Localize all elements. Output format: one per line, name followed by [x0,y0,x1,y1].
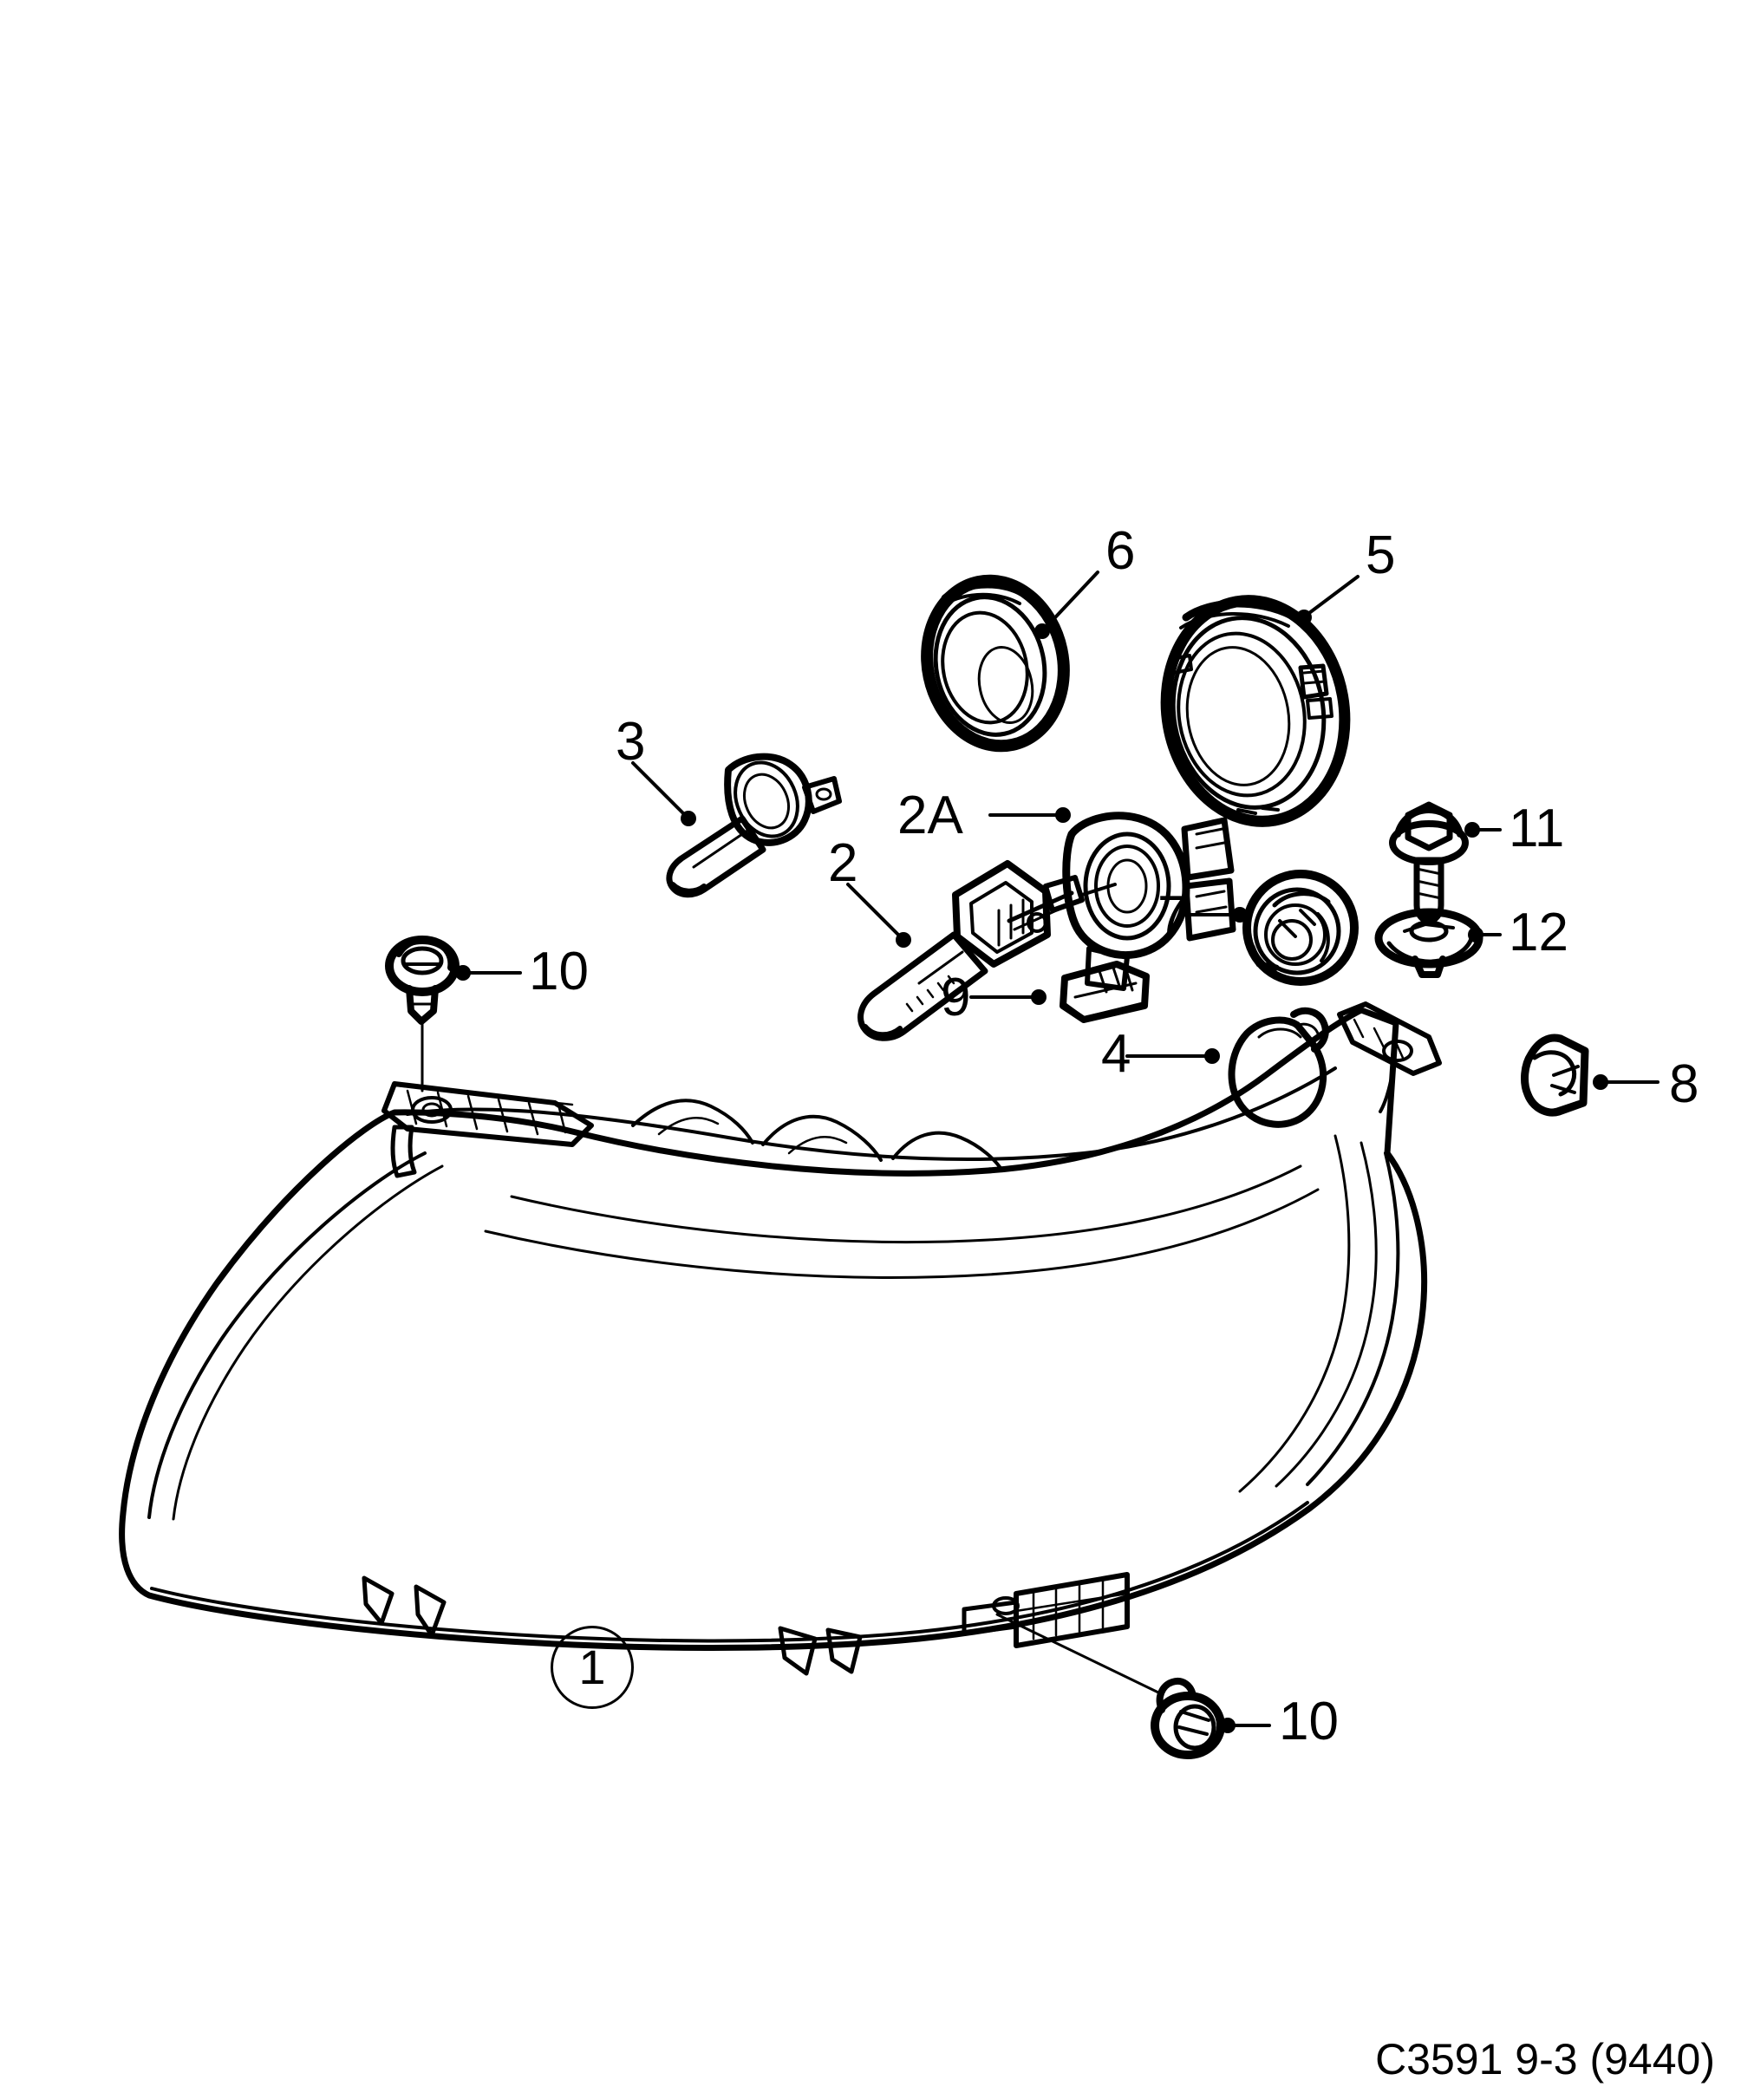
part-3-halogen-bulb [666,753,842,898]
part-10-upper-rivet [385,936,460,1092]
callout-6: 6 [1105,521,1136,581]
callout-11: 11 [1509,799,1565,858]
callout-1: 1 [551,1626,634,1709]
leader-lines [455,571,1659,1733]
callout-3: 3 [616,712,646,772]
part-4-signal-bulb [1228,1007,1329,1128]
callout-8: 8 [1669,1054,1699,1114]
callout-2: 2 [828,833,858,893]
part-8-mounting-clip [1521,1034,1589,1117]
callout-9: 9 [941,968,971,1027]
part-2a-bulb-holder [1007,812,1236,991]
part-9-connector-cap [1060,961,1150,1023]
callout-10-lower: 10 [1279,1692,1339,1751]
part-6-gasket-ring [921,574,1070,753]
headlamp-body [119,1001,1442,1676]
part-5-retaining-ring [1160,595,1351,827]
callout-2a: 2A [897,786,963,845]
callout-10-upper: 10 [529,942,589,1001]
callout-4: 4 [1101,1024,1131,1084]
part-2-bulb [857,860,1117,1041]
callout-7: 7 [1157,885,1188,945]
callout-5: 5 [1366,525,1396,585]
diagram-caption: C3591 9-3 (9440) [1375,2035,1715,2084]
callout-12: 12 [1509,903,1568,962]
part-7-bulb-socket [1242,870,1359,986]
